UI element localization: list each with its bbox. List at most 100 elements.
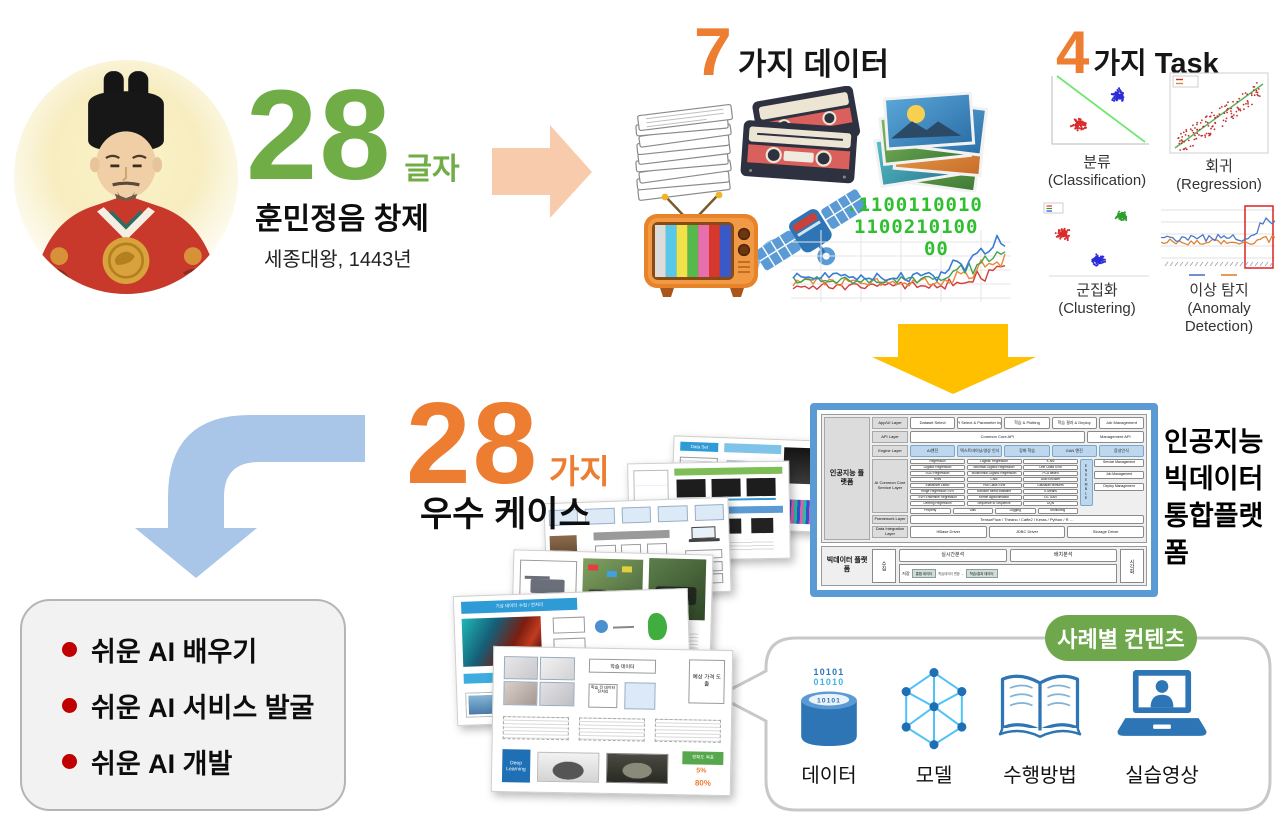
cases-number-unit: 가지 <box>549 453 610 490</box>
right-arrow-icon <box>492 125 592 218</box>
algorithm-box: Logistic Regression <box>966 459 1022 465</box>
layer-api: API Layer Common Core API Management API <box>872 431 1144 443</box>
slide-price-label: 예상 가격 도출 <box>688 658 725 705</box>
platform-diagram: 인공지능 플랫폼 App/UI Layer Dataset SelectAPI … <box>810 403 1158 597</box>
slide-preprocess-label: 학습 전 데이터 전처리 <box>588 683 618 709</box>
batch-box: 배치분석 <box>1009 549 1117 562</box>
task4-number: 4 <box>1056 19 1090 86</box>
slide-pct1: 5% <box>696 767 707 775</box>
task-label: 이상 탐지(Anomaly Detection) <box>1184 282 1254 335</box>
bigdata-platform-panel: 빅데이터 플랫폼 수집 실시간분석 배치분석 저장 통합 데이터 학습데이터 변… <box>821 546 1147 586</box>
management-box: Job Management <box>1094 471 1144 479</box>
algorithm-box: Logistic Regression <box>910 465 965 471</box>
benefit-label: 쉬운 AI 개발 <box>91 748 233 779</box>
algorithm-box: K-Means <box>1023 489 1078 495</box>
layer-appui: App/UI Layer Dataset SelectAPI Select & … <box>872 417 1145 429</box>
algorithm-box: PCA based <box>1023 471 1078 477</box>
engine-box: GAN 엔진 <box>1051 445 1097 457</box>
utility-box: Monitoring <box>1037 507 1078 514</box>
sejong-portrait-art <box>32 71 220 294</box>
algorithm-box: Ridge Regression SVR <box>910 489 965 495</box>
content-label: 실습영상 <box>1125 765 1199 787</box>
management-box: Deploy Management <box>1094 483 1144 491</box>
driver-box: JDBC Driver <box>988 526 1066 538</box>
layer-framework: Framework Layer TensorFlow / Theano / Ca… <box>872 515 1144 524</box>
engine-box: AI엔진 <box>910 445 956 457</box>
down-arrow-icon <box>872 324 1036 394</box>
hero-title: 훈민정음 창제 <box>255 203 429 236</box>
visualization-box: 시각화 <box>1120 549 1144 583</box>
utility-box: Property <box>910 507 951 514</box>
ai-platform-label: 인공지능 플랫폼 <box>824 417 870 540</box>
driver-box: Storage Driver <box>1067 526 1145 538</box>
benefit-item: 쉬운 AI 서비스 발굴 <box>62 686 344 725</box>
layer-label: Framework Layer <box>872 515 908 524</box>
ensemble-box: ENSEMBLE <box>1079 459 1093 507</box>
layer-label: AI Common Core Service Layer <box>872 459 908 513</box>
algorithm-box: Random forest classifier <box>966 489 1022 495</box>
ai-platform-panel: 인공지능 플랫폼 App/UI Layer Dataset SelectAPI … <box>821 414 1147 543</box>
anomaly-plot <box>1160 205 1276 276</box>
network-icon <box>901 668 967 750</box>
regression-plot <box>1169 72 1269 154</box>
algorithm-box: Deming Regression <box>910 501 965 507</box>
engine-box: 텍스트마이닝/영상 인식 <box>957 445 1003 457</box>
utility-box: Logging <box>995 507 1036 514</box>
algorithm-box: Two Class SVM <box>966 483 1022 489</box>
algorithm-box: DQN <box>1023 501 1078 507</box>
document-stack-icon <box>635 103 733 201</box>
platform-box: 학습 & Plotting <box>1004 417 1050 429</box>
slide-header: Data Set <box>680 441 719 453</box>
algorithm-box: DC GAN <box>1023 495 1078 501</box>
store-box: 통합 데이터 <box>911 569 937 578</box>
content-label: 모델 <box>915 765 953 787</box>
task-regression: 회귀(Regression) <box>1158 72 1280 194</box>
layer-label: Engine Layer <box>872 445 908 457</box>
layer-label: Data Integration Layer <box>872 526 908 538</box>
contents-bubble <box>714 636 1272 812</box>
cases-number-value: 28 <box>406 378 540 508</box>
platform-box: Dataset Select <box>910 417 956 429</box>
management-box: Service Management <box>1094 459 1144 467</box>
slide-accuracy-label: 정확도 목표 <box>682 751 724 765</box>
task-classification: 분류(Classification) <box>1036 72 1158 194</box>
slide-pct2: 80% <box>694 778 711 788</box>
algorithm-box: RNN <box>910 477 965 483</box>
platform-box: Job Management <box>1098 417 1145 429</box>
binary-line: 00 <box>923 238 949 260</box>
binary-code: .1100110010 1100210100 00 <box>846 194 983 260</box>
engine-box: 강화 학습 <box>1004 445 1050 457</box>
hero-number-unit: 글자 <box>404 153 460 186</box>
content-item-data: 10101 01010 10101 데이터 <box>779 665 879 788</box>
transform-label: 학습데이터 변환 → <box>938 572 964 576</box>
algorithm-box: Gaussian Mixtures <box>1023 483 1078 489</box>
svg-text:01010: 01010 <box>814 677 845 687</box>
algorithm-box: Multinomial Logistic Regression <box>966 471 1022 477</box>
binary-line: .1100110010 <box>846 194 983 216</box>
platform-box: Common Core API <box>910 431 1085 443</box>
platform-box: 학습 결과 & Deploy <box>1051 417 1097 429</box>
algorithm-box: Auto Encoder <box>1023 477 1078 483</box>
content-item-video: 실습영상 <box>1112 665 1212 788</box>
benefit-label: 쉬운 AI 서비스 발굴 <box>91 692 315 723</box>
collect-box: 수집 <box>872 549 896 583</box>
algorithm-box: SVR Ensemble Regression <box>910 495 965 501</box>
laptop-icon <box>1117 670 1207 736</box>
classification-plot <box>1051 75 1149 145</box>
photo-stack-icon <box>873 91 989 192</box>
case-slide: 학습 데이터 학습 전 데이터 전처리 예상 가격 도출 Deep Learni… <box>490 645 734 797</box>
data7-heading: 7 가지 데이터 <box>694 18 889 86</box>
sejong-portrait <box>14 60 238 294</box>
benefit-item: 쉬운 AI 개발 <box>62 742 344 781</box>
svg-text:10101: 10101 <box>814 667 845 677</box>
bullet-icon <box>62 697 77 713</box>
line-chart-thumbnail <box>791 230 1011 302</box>
contents-badge: 사례별 컨텐츠 <box>1045 615 1197 661</box>
content-label: 데이터 <box>801 765 857 787</box>
algorithm-box: Kernel approximation <box>966 495 1022 501</box>
slide-header: 기상 데이터 수집 / 전처리 <box>460 597 578 614</box>
task-grid: 분류(Classification) 회귀(Regression) <box>1036 72 1280 336</box>
